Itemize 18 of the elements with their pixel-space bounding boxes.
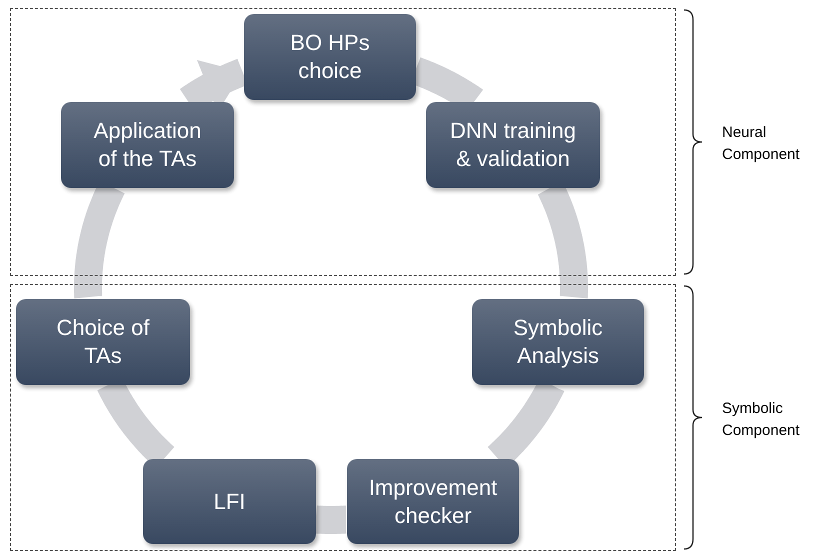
dashed-group-box [10, 284, 676, 551]
process-box [61, 102, 234, 188]
group-label: Neural Component [722, 123, 801, 165]
box-label: Improvement checker [368, 474, 498, 530]
box-label: BO HPs choice [289, 29, 371, 85]
process-box [16, 299, 190, 385]
process-box [244, 14, 416, 100]
process-box [472, 299, 644, 385]
box-label: Application of the TAs [92, 117, 202, 173]
process-box [143, 459, 316, 544]
box-label: Choice of TAs [56, 314, 150, 370]
dashed-group-box [10, 8, 676, 276]
process-box [426, 102, 600, 188]
box-label: DNN training & validation [450, 117, 576, 173]
box-label: LFI [214, 488, 246, 516]
group-label: Symbolic Component [722, 398, 801, 440]
box-label: Symbolic Analysis [512, 314, 604, 370]
process-box [347, 459, 519, 544]
